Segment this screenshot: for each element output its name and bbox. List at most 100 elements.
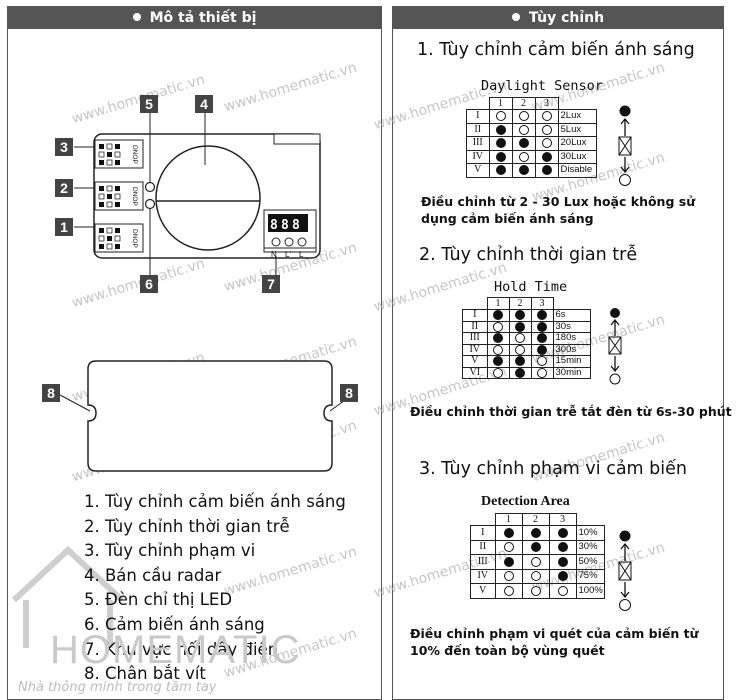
brand-logo-text: HOMEMATIC	[50, 628, 301, 672]
switch-off-dot-icon	[503, 571, 514, 582]
switch-off-dot-icon	[557, 585, 568, 596]
switch-cell	[511, 149, 536, 164]
switch-on-dot-icon	[537, 344, 547, 355]
left-panel-title: Mô tả thiết bị	[149, 10, 257, 26]
right-panel-header: Tùy chỉnh	[393, 7, 723, 29]
switch-on-dot-icon	[515, 367, 525, 378]
switch-off-dot-icon	[518, 111, 529, 122]
legend-item: 8. Chân bắt vít	[84, 664, 206, 684]
switch-on-dot-icon	[515, 356, 525, 367]
switch-cell	[508, 332, 532, 345]
switch-cell	[530, 332, 554, 345]
switch-cell	[521, 583, 550, 599]
dip-label: DNOP	[131, 145, 138, 164]
switch-cell	[486, 332, 510, 345]
daylight-description: Điều chỉnh từ 2 - 30 Lux hoặc không sử d…	[421, 194, 696, 226]
switch-on-dot-icon	[530, 542, 541, 553]
switch-off-dot-icon	[541, 138, 552, 149]
row-value: 20Lux	[557, 136, 597, 151]
switch-cell	[548, 525, 577, 541]
daylight-section-title: 1. Tùy chỉnh cảm biến ánh sáng	[417, 40, 695, 60]
row-label: V	[462, 355, 488, 368]
switch-cell	[530, 309, 554, 322]
row-label: III	[470, 554, 496, 570]
homematic-house-icon	[11, 545, 125, 648]
tag-3: 3	[55, 138, 73, 156]
row-label: I	[470, 525, 496, 541]
switch-cell	[521, 554, 550, 570]
switch-cell	[508, 355, 532, 368]
hold-description: Điều chỉnh thời gian trễ tắt đèn từ 6s-3…	[410, 404, 732, 419]
switch-cell	[488, 149, 513, 164]
svg-text:8: 8	[281, 218, 289, 233]
row-label: VI	[462, 366, 488, 379]
switch-on-dot-icon	[537, 310, 547, 321]
tag-2: 2	[55, 179, 73, 197]
switch-on-dot-icon	[493, 310, 503, 321]
tag-7: 7	[262, 275, 280, 293]
left-panel-header: Mô tả thiết bị	[8, 7, 381, 29]
switch-on-dot-icon	[503, 527, 514, 538]
switch-cell	[511, 163, 536, 178]
switch-off-dot-icon	[537, 356, 547, 367]
switch-off-dot-icon	[530, 571, 541, 582]
switch-off-dot-icon	[503, 542, 514, 553]
switch-cell	[534, 163, 559, 178]
switch-off-dot-icon	[518, 151, 529, 162]
switch-on-dot-icon	[537, 333, 547, 344]
switch-cell	[530, 355, 554, 368]
switch-cell	[508, 320, 532, 333]
row-value: 30min	[552, 366, 591, 379]
switch-cell	[511, 109, 536, 124]
switch-cell	[488, 163, 513, 178]
switch-on-dot-icon	[557, 542, 568, 553]
switch-off-dot-icon	[541, 124, 552, 135]
row-value: Disable	[557, 163, 597, 178]
switch-on-dot-icon	[495, 124, 506, 135]
led-indicator	[144, 181, 156, 193]
tag-5: 5	[140, 95, 158, 113]
switch-cell	[494, 525, 523, 541]
row-value: 2Lux	[557, 109, 597, 124]
legend-item: 3. Tùy chỉnh phạm vi	[84, 541, 256, 561]
switch-cell	[488, 109, 513, 124]
tag-4: 4	[195, 95, 213, 113]
switch-cell	[548, 539, 577, 555]
switch-on-dot-icon	[503, 556, 514, 567]
device-bottom-diagram	[59, 360, 353, 472]
switch-on-dot-icon	[557, 571, 568, 582]
switch-on-dot-icon	[541, 165, 552, 176]
column-header: 3	[530, 297, 554, 310]
switch-cell	[530, 320, 554, 333]
row-label: V	[470, 583, 496, 599]
row-value: 100%	[575, 583, 605, 599]
switch-cell	[534, 149, 559, 164]
switch-cell	[534, 136, 559, 151]
table-row: I 10%	[470, 525, 605, 541]
switch-cell	[521, 568, 550, 584]
switch-cell	[488, 122, 513, 137]
switch-cell	[530, 366, 554, 379]
column-header: 2	[521, 513, 550, 526]
switch-cell	[521, 525, 550, 541]
row-value: 10%	[575, 525, 605, 541]
detection-table-caption: Detection Area	[481, 494, 570, 509]
switch-cell	[511, 136, 536, 151]
switch-off-dot-icon	[515, 333, 525, 344]
radar-dome	[155, 145, 261, 251]
switch-off-dot-icon	[537, 367, 547, 378]
switch-cell	[486, 309, 510, 322]
row-value: 300s	[552, 343, 591, 356]
terminal-lout: L'	[285, 250, 291, 259]
daylight-scale-icon	[618, 105, 632, 186]
switch-on-dot-icon	[518, 138, 529, 149]
